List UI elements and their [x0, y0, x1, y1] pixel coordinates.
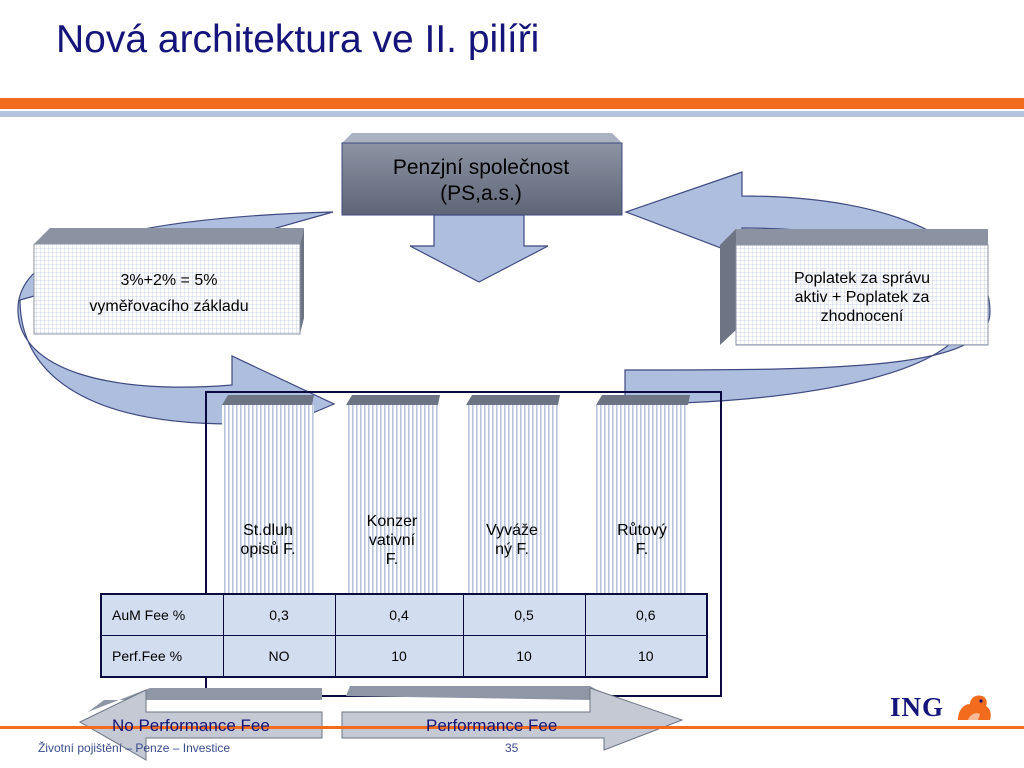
- footer-rule: [0, 726, 1024, 729]
- header-accent-blue: [0, 111, 1024, 117]
- down-arrow: [409, 214, 549, 283]
- table-row: Perf.Fee % NO 10 10 10: [100, 635, 708, 678]
- fund-label-line: St.dluh: [243, 522, 293, 539]
- fee-table: AuM Fee % 0,3 0,4 0,5 0,6 Perf.Fee % NO …: [100, 593, 708, 678]
- pension-company-label: Penzjní společnost (PS,a.s.): [342, 148, 620, 214]
- table-cell: 10: [584, 635, 708, 678]
- row-label: AuM Fee %: [100, 593, 224, 636]
- ing-logo: ING: [890, 692, 996, 726]
- fees-box-side: [720, 229, 736, 345]
- pension-company-name: Penzjní společnost: [392, 156, 570, 179]
- contribution-box: [33, 243, 301, 335]
- fund-label-line: Konzer: [366, 512, 418, 530]
- no-performance-fee-label: No Performance Fee: [112, 716, 270, 735]
- fund-label-line: vativní: [368, 531, 416, 549]
- fund-label: St.dluh opisů F.: [222, 495, 314, 585]
- table-cell: 0,4: [334, 593, 464, 636]
- ing-logo-text: ING: [890, 692, 945, 722]
- fund-column: [596, 395, 690, 595]
- header-accent-orange: [0, 98, 1024, 109]
- company-box-top: [342, 133, 622, 143]
- fund-label-line: Vyváže: [486, 522, 538, 539]
- fees-line-2: aktiv + Poplatek za: [794, 288, 930, 306]
- performance-arrow-top: [346, 686, 604, 700]
- fees-box: [735, 244, 989, 346]
- page-title: Nová architektura ve II. pilíři: [56, 18, 540, 61]
- fees-box-label: Poplatek za správu aktiv + Poplatek za z…: [738, 258, 986, 336]
- fund-label-line: F.: [385, 550, 399, 568]
- fees-line-1: Poplatek za správu: [793, 269, 931, 287]
- fees-box-top: [720, 229, 988, 245]
- table-cell: 0,6: [584, 593, 708, 636]
- page-number: 35: [505, 741, 519, 755]
- contribution-base: vyměřovacího základu: [89, 298, 249, 315]
- fees-line-3: zhodnocení: [820, 307, 904, 325]
- contribution-box-top: [34, 228, 304, 244]
- table-cell: NO: [222, 635, 336, 678]
- fund-label: Růtový F.: [596, 495, 688, 585]
- table-cell: 0,3: [222, 593, 336, 636]
- performance-fee-label: Performance Fee: [426, 716, 558, 735]
- row-label: Perf.Fee %: [100, 635, 224, 678]
- fund-label-line: opisů F.: [240, 541, 296, 558]
- company-box: [341, 142, 623, 216]
- contribution-rate: 3%+2% = 5%: [120, 272, 218, 289]
- fund-column: [466, 395, 560, 595]
- no-performance-arrow: [78, 689, 323, 761]
- footer-text: Životní pojištění – Penze – Investice: [38, 741, 231, 755]
- ing-lion-icon: [958, 695, 991, 720]
- fund-label: Vyváže ný F.: [466, 495, 558, 585]
- table-cell: 10: [462, 635, 586, 678]
- performance-arrow: [341, 687, 684, 751]
- fund-column: [346, 395, 440, 595]
- fund-label-line: ný F.: [495, 541, 529, 558]
- table-cell: 10: [334, 635, 464, 678]
- fund-label-line: F.: [635, 541, 649, 558]
- pension-company-type: (PS,a.s.): [440, 182, 522, 205]
- table-cell: 0,5: [462, 593, 586, 636]
- fund-label-line: Růtový: [617, 522, 667, 539]
- fund-label: Konzer vativní F.: [346, 495, 438, 585]
- table-row: AuM Fee % 0,3 0,4 0,5 0,6: [100, 593, 708, 636]
- contribution-box-label: 3%+2% = 5% vyměřovacího základu: [38, 258, 300, 330]
- contribution-box-side: [300, 228, 304, 334]
- fund-column: [222, 395, 314, 595]
